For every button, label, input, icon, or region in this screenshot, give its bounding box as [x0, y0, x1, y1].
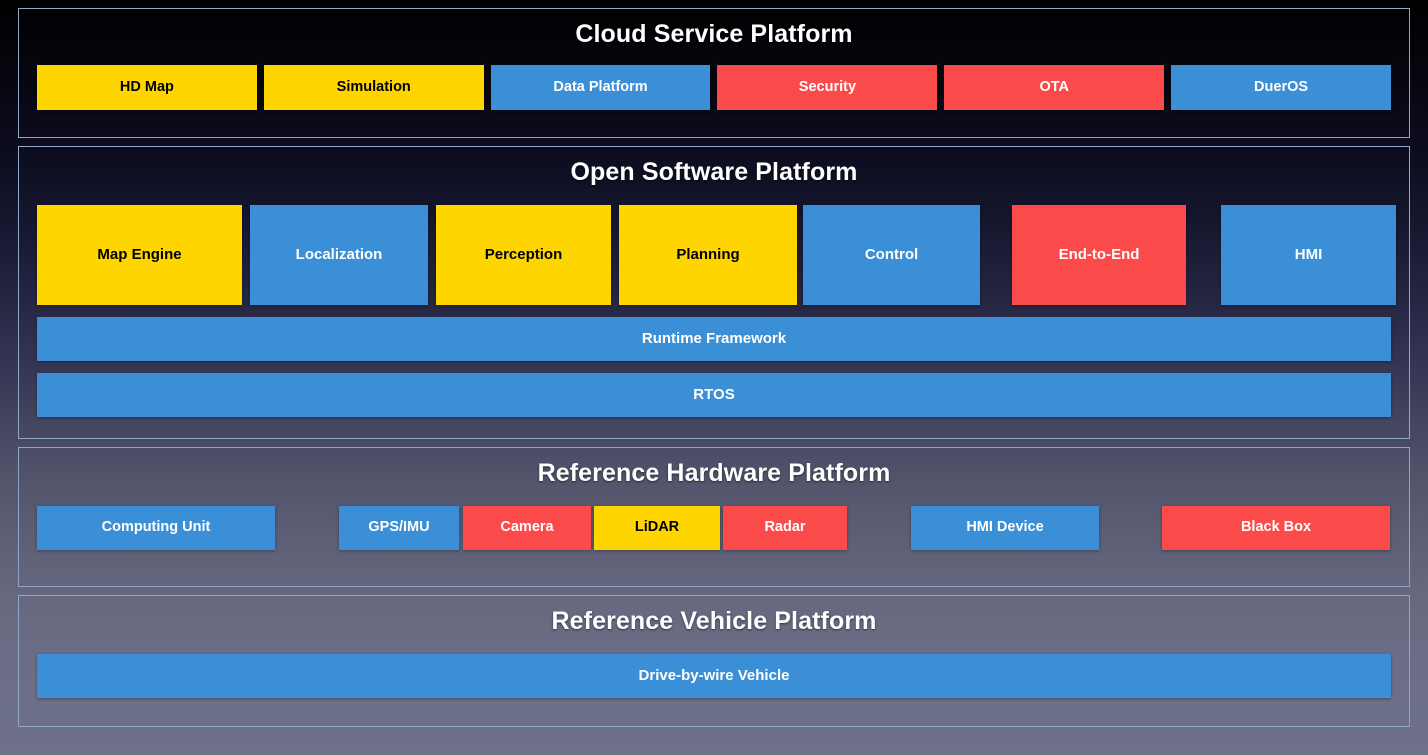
cloud-block-row: HD Map Simulation Data Platform Security… [37, 64, 1391, 110]
block-simulation[interactable]: Simulation [263, 64, 484, 110]
block-end-to-end[interactable]: End-to-End [1012, 204, 1186, 305]
block-hmi-device[interactable]: HMI Device [911, 505, 1099, 550]
block-lidar[interactable]: LiDAR [594, 505, 720, 550]
block-map-engine[interactable]: Map Engine [37, 204, 242, 305]
block-radar[interactable]: Radar [723, 505, 847, 550]
block-ota[interactable]: OTA [944, 64, 1165, 110]
block-planning[interactable]: Planning [619, 204, 797, 305]
block-control[interactable]: Control [803, 204, 980, 305]
block-security[interactable]: Security [717, 64, 938, 110]
layer-cloud-service-platform: Cloud Service Platform HD Map Simulation… [18, 8, 1410, 138]
layer-reference-hardware-platform: Reference Hardware Platform Computing Un… [18, 447, 1410, 587]
block-hd-map[interactable]: HD Map [37, 64, 257, 110]
block-perception[interactable]: Perception [436, 204, 611, 305]
layer-reference-vehicle-platform: Reference Vehicle Platform Drive-by-wire… [18, 595, 1410, 727]
block-hmi[interactable]: HMI [1221, 204, 1396, 305]
layer-open-software-platform: Open Software Platform Map Engine Locali… [18, 146, 1410, 439]
bar-runtime-framework[interactable]: Runtime Framework [37, 316, 1391, 361]
block-localization[interactable]: Localization [250, 204, 428, 305]
layer-title-open-software-platform: Open Software Platform [570, 158, 858, 186]
bar-drive-by-wire-vehicle[interactable]: Drive-by-wire Vehicle [37, 653, 1391, 698]
bar-rtos[interactable]: RTOS [37, 372, 1391, 417]
layer-title-reference-hardware-platform: Reference Hardware Platform [537, 459, 891, 487]
block-computing-unit[interactable]: Computing Unit [37, 505, 275, 550]
block-black-box[interactable]: Black Box [1162, 505, 1390, 550]
block-camera[interactable]: Camera [463, 505, 591, 550]
layer-title-cloud-service-platform: Cloud Service Platform [575, 20, 853, 48]
block-gps-imu[interactable]: GPS/IMU [339, 505, 459, 550]
block-dueros[interactable]: DuerOS [1171, 64, 1391, 110]
software-module-row: Map Engine Localization Perception Plann… [37, 204, 1396, 305]
layer-title-reference-vehicle-platform: Reference Vehicle Platform [551, 607, 877, 635]
hardware-block-row: Computing Unit GPS/IMU Camera LiDAR Rada… [37, 505, 1391, 550]
block-data-platform[interactable]: Data Platform [490, 64, 711, 110]
